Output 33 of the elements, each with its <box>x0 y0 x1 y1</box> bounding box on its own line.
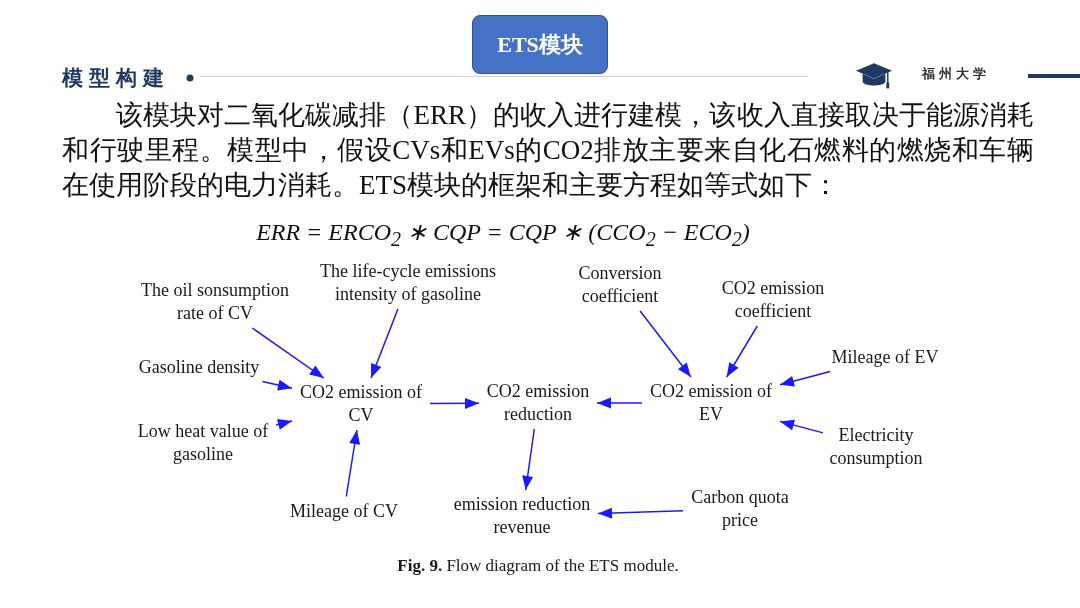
section-heading: 模型构建 <box>62 65 170 92</box>
variable-label: CO2 emission coefficient <box>717 277 829 323</box>
variable-label: Electricity consumption <box>826 424 926 470</box>
arrow <box>639 310 692 378</box>
variable-label: The life-cycle emissions intensity of gasoline <box>316 260 500 306</box>
variable-label: emission reduction revenue <box>449 493 595 539</box>
arrow <box>725 325 759 378</box>
arrow <box>779 370 831 387</box>
university-name: 福州大学 <box>922 65 990 83</box>
arrow <box>275 419 293 430</box>
arrow <box>370 308 399 379</box>
variable-label: Carbon quota price <box>686 486 794 532</box>
arrow <box>261 379 293 391</box>
variable-label: The oil sonsumption rate of CV <box>137 279 293 325</box>
variable-label: Mileage of CV <box>285 499 403 523</box>
variable-label: Conversion coefficient <box>570 262 670 308</box>
body-paragraph: 该模块对二氧化碳减排（ERR）的收入进行建模，该收入直接取决于能源消耗和行驶里程。模型中，假设CVs和EVs的CO2排放主要来自化石燃料的燃烧和车辆在使用阶段的电力消耗。ETS模块的框架和主要方程如等式如下： <box>62 99 1034 202</box>
formula: ERR = ERCO$_{2}$ ∗ CQP = CQP ∗ (CCO$_{2}$ − ECO$_{2}$) <box>256 218 750 252</box>
variable-label: Mileage of EV <box>827 345 943 369</box>
figure-caption: Fig. 9. Flow diagram of the ETS module. <box>397 555 679 577</box>
variable-label: CO2 emission of EV <box>645 380 777 426</box>
arrow <box>596 397 643 409</box>
arrow <box>345 429 361 498</box>
variable-label: Gasoline density <box>134 355 264 379</box>
variable-label: Low heat value of gasoline <box>133 420 273 466</box>
arrow <box>597 507 684 519</box>
variable-label: CO2 emission reduction <box>482 380 594 426</box>
variable-label: CO2 emission of CV <box>295 381 427 427</box>
arrow <box>429 397 480 409</box>
arrow <box>779 419 824 434</box>
arrow <box>522 428 536 491</box>
arrow <box>251 327 325 379</box>
title-box: ETS模块 <box>472 15 608 74</box>
